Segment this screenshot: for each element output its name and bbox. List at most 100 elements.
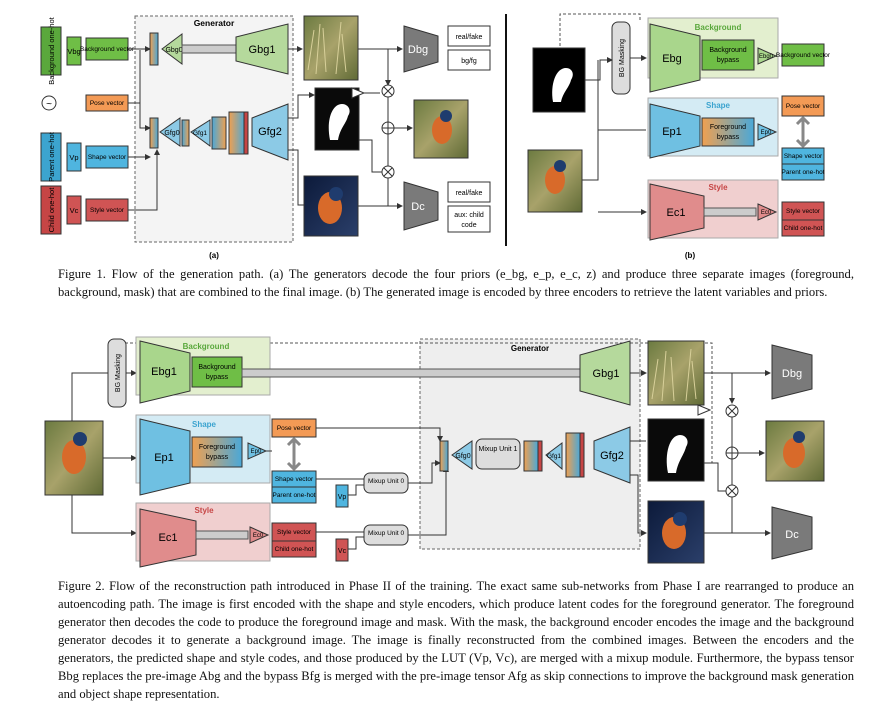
shape-encoder-title: Shape [706,101,731,110]
f2-fg-bypass-label-2: bypass [206,454,229,461]
f2-pose-vector-label: Pose vector [277,425,312,432]
d-bg-output-2-label: bg/fg [461,58,477,65]
d-c-block [403,181,439,231]
d-bg-label: Dbg [408,44,428,56]
parent-onehot-label: Parent one-hot [47,131,56,182]
e-p0-block [757,123,778,141]
v-bg-block [66,36,82,66]
figure-2: Generator BG Masking Background Ebg1 Bac… [44,336,825,568]
out-background-vector-label: Background vector [776,52,831,59]
out-style-vector-label: Style vector [786,208,821,215]
d-bg-output-2 [447,49,491,71]
f2-v-p-label: Vp [338,494,347,501]
bg-concat-tensor [149,32,159,66]
f2-e-c1-block [139,508,197,568]
f2-mixup-unit-0b-label: Mixup Unit 0 [368,530,405,537]
fg-concat-tensor [149,117,159,149]
f2-invert-icon [697,404,712,416]
f2-bg-image [647,340,705,406]
f2-d-bg-block [771,344,813,400]
f2-bg-bypass-block [191,356,243,388]
d-c-output-2b-label: code [461,222,476,229]
f2-shape-title: Shape [192,420,217,429]
f2-g-bg1-label: Gbg1 [593,368,620,380]
e-bg0-block [757,47,778,65]
f2-e-bg1-block [139,340,191,404]
e-c0-block [757,203,778,221]
style-vector-label: Style vector [90,207,125,214]
figure-2-caption-label: Figure 2. [58,579,105,593]
e-c1-block [649,183,705,241]
style-encoder-title: Style [708,183,728,192]
noise-icon [41,95,57,111]
f2-e-c1-label: Ec1 [159,532,178,544]
e-bg-label: Ebg [662,53,682,65]
f2-g-fg0-block [451,440,473,470]
out-parent-onehot [781,163,825,181]
f2-style-vector-label: Style vector [277,529,312,536]
d-c-output-1 [447,181,491,203]
f2-fg-bypass-label-1: Foreground [199,444,235,451]
child-onehot-label: Child one-hot [47,187,56,233]
parent-onehot-box [40,132,62,182]
f2-bg-bypass-label-2: bypass [206,374,229,381]
g-fg0-block [159,117,181,147]
bg-masking-label: BG Masking [619,39,626,77]
f2-v-c-label: Vc [338,548,347,555]
g-fg2-block [251,103,289,161]
f2-mixup-unit-1 [475,438,521,470]
background-encoder-title: Background [695,23,742,32]
out-shape-vector-label: Shape vector [784,153,823,160]
f2-fg-bypass-block [191,436,243,468]
f2-d-c-block [771,506,813,560]
d-c-output-2 [447,205,491,233]
bg-bypass-block [701,39,755,71]
f2-g-fg1-label: Gfg1 [547,453,561,460]
g-fg1-label: Gfg1 [193,130,207,137]
e-bg-block [649,23,701,93]
f2-e-c0-label: Ec0 [253,533,264,539]
d-bg-block [403,25,439,73]
out-pose-vector-label: Pose vector [786,103,821,110]
out-parent-onehot-label: Parent one-hot [781,169,824,176]
d-bg-output-1-label: real/fake [456,34,483,41]
f2-mixup-unit-0a-label: Mixup Unit 0 [368,478,405,485]
g-bg1-block [235,23,289,75]
label-b: (b) [685,251,696,260]
f2-v-p-block [335,484,349,508]
f2-parent-onehot-label: Parent one-hot [272,492,315,499]
f2-mixup-unit-1-label: Mixup Unit 1 [479,446,518,453]
d-c-output-1-label: real/fake [456,190,483,197]
f2-shape-vector-label: Shape vector [275,476,314,483]
figure-2-caption-text: Flow of the reconstruction path introduc… [58,579,854,701]
g-bg1-label: Gbg1 [249,44,276,56]
g-fg2-label: Gfg2 [258,126,282,138]
f2-style-title: Style [194,506,214,515]
f2-g-fg1-block [545,442,563,471]
e-c1-label: Ec1 [667,207,686,219]
g-fg0-label: Gfg0 [164,130,179,137]
bg-image [303,15,359,81]
f2-child-onehot-label: Child one-hot [275,546,314,553]
background-onehot-box [40,26,62,76]
f2-e-bg1-label: Ebg1 [151,366,177,378]
out-background-vector [781,43,825,67]
fg-bypass-block [701,117,755,147]
f2-e-p0-block [247,442,268,460]
figure-1-caption: Figure 1. Flow of the generation path. (… [58,265,854,301]
figure-1: Generator Background one-hot Vbg Backgro… [40,13,831,260]
out-child-onehot [781,219,825,237]
f2-bg-masking-label: BG Masking [115,354,122,392]
d-bg-output-1 [447,25,491,47]
background-onehot-label: Background one-hot [47,16,56,84]
f2-e-p0-label: Ep0 [251,449,262,455]
pose-vector-label: Pose vector [90,100,125,107]
v-c-block [66,195,82,225]
child-onehot-box [40,185,62,235]
f2-d-bg-label: Dbg [782,368,802,380]
v-p-block [66,142,82,172]
generator-title: Generator [194,18,235,28]
figure-1-caption-label: Figure 1. [58,267,106,281]
out-child-onehot-label: Child one-hot [784,225,823,232]
fg-bypass-label-1: Foreground [710,124,746,131]
